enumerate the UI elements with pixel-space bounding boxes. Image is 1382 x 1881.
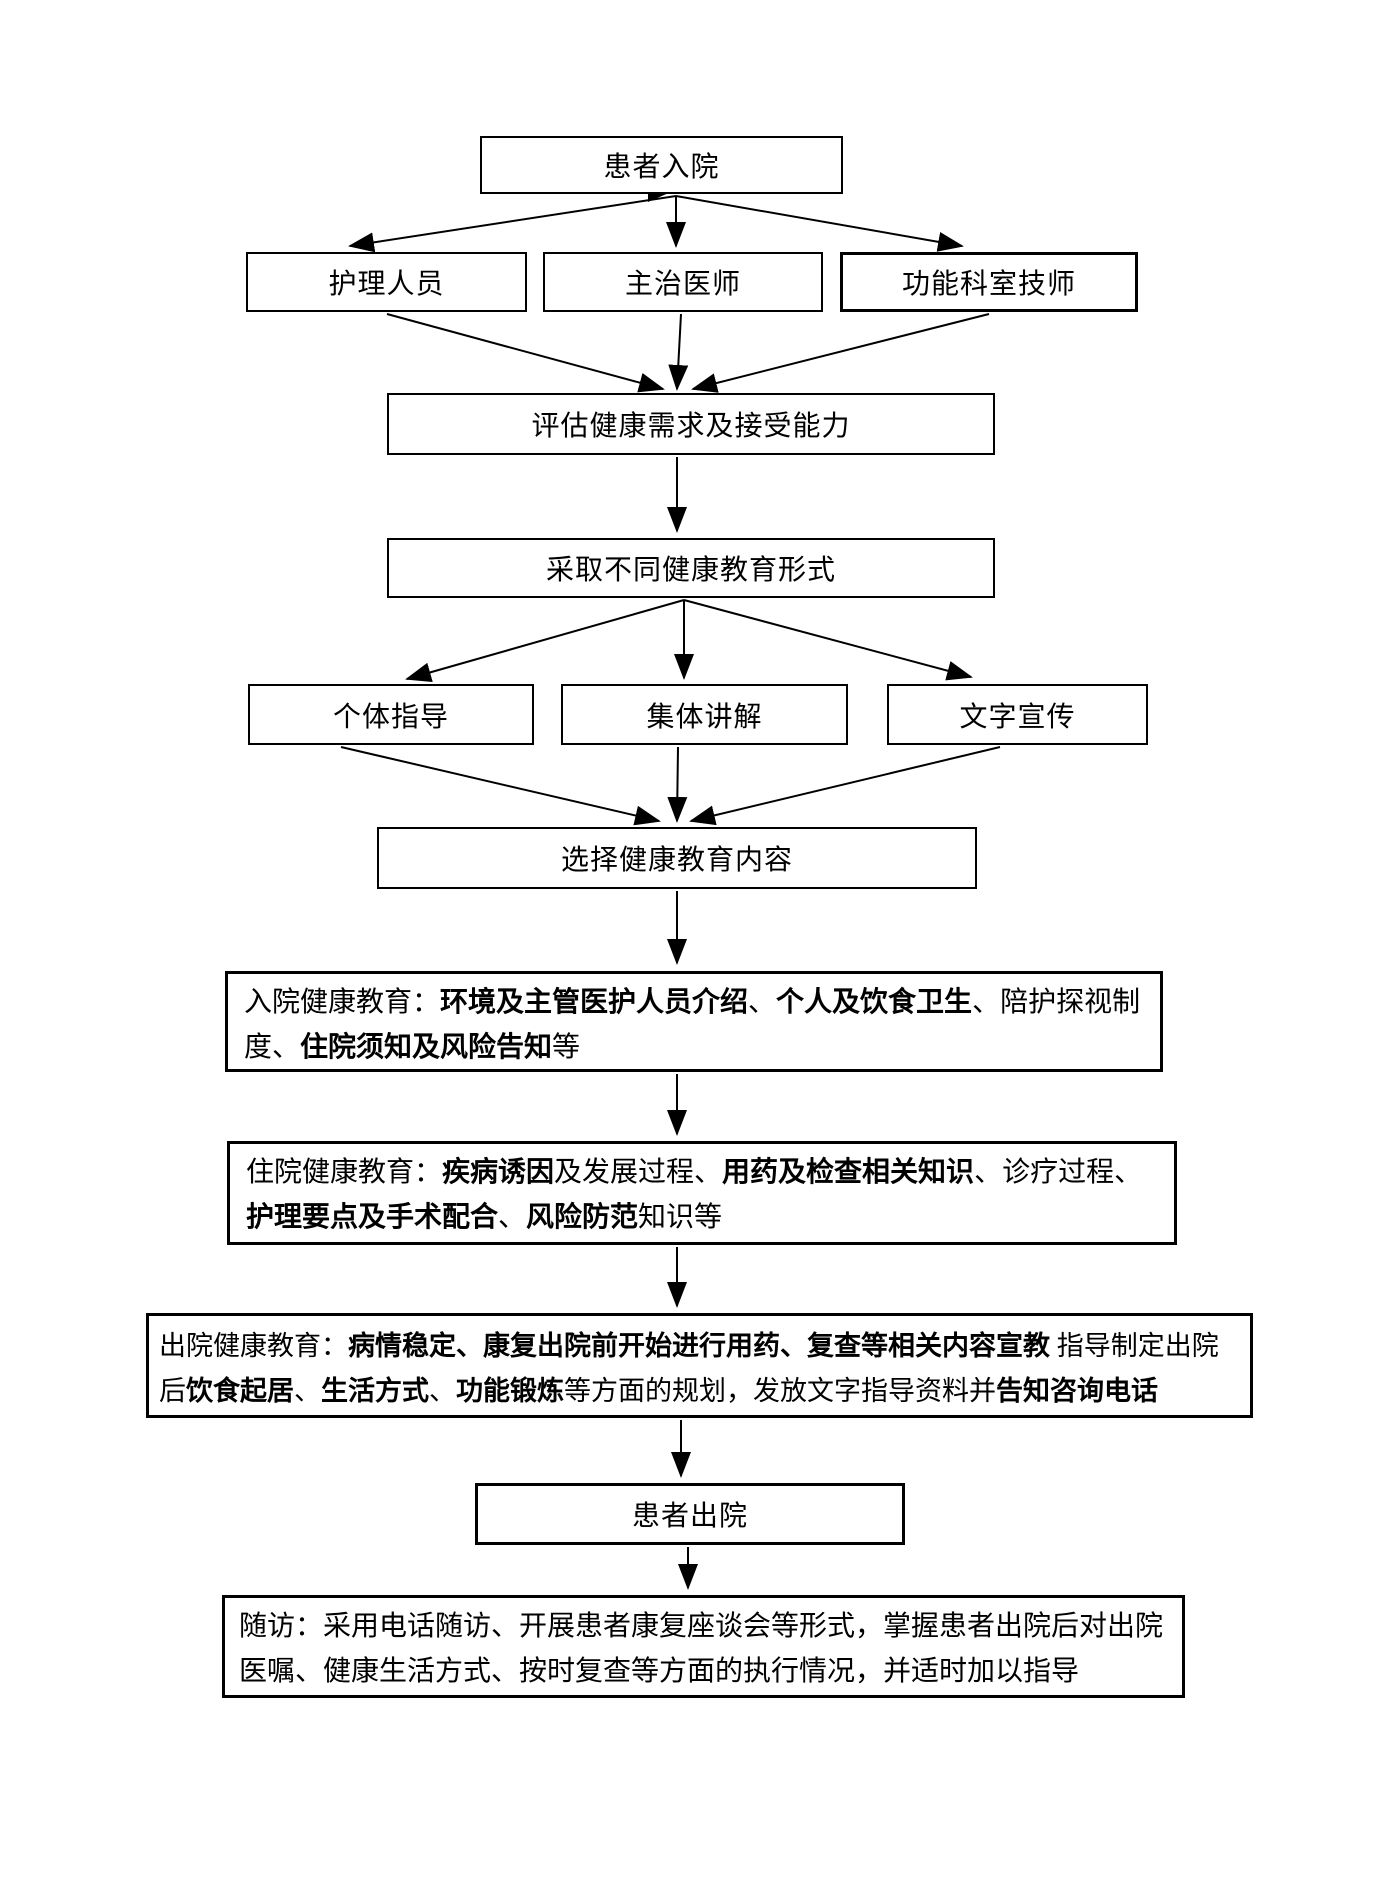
node-functional-dept-technician: 功能科室技师 [840,252,1138,312]
node-label: 个体指导 [332,701,449,733]
node-discharge-health-education: 出院健康教育：病情稳定、康复出院前开始进行用药、复查等相关内容宣教 指导制定出院… [146,1313,1253,1418]
node-label: 文字宣传 [959,701,1076,733]
edge-forms-to-individual [405,599,685,683]
node-education-forms: 采取不同健康教育形式 [387,538,995,598]
edge-forms-to-written [683,599,973,681]
edge-doctor-to-assess [668,313,689,391]
edge-written-to-select [689,746,1001,826]
node-individual-guidance: 个体指导 [248,684,534,745]
node-inpatient-health-education: 住院健康教育：疾病诱因及发展过程、用药及检查相关知识、诊疗过程、护理要点及手术配… [227,1141,1177,1245]
node-nursing-staff: 护理人员 [246,252,527,312]
node-label: 采取不同健康教育形式 [545,555,836,586]
edge-admission-to-tech [675,195,964,252]
node-label: 功能科室技师 [901,269,1076,300]
node-follow-up: 随访：采用电话随访、开展患者康复座谈会等形式，掌握患者出院后对出院医嘱、健康生活… [222,1595,1185,1698]
node-patient-discharge: 患者出院 [475,1483,905,1545]
edge-individual-to-select [340,746,661,826]
node-label: 护理人员 [328,269,445,300]
node-written-publicity: 文字宣传 [887,684,1148,745]
edge-group-to-select [667,746,688,823]
node-label: 患者入院 [603,152,720,183]
node-assess-health-needs: 评估健康需求及接受能力 [387,393,995,455]
node-patient-admission: 患者入院 [480,136,843,194]
node-group-explanation: 集体讲解 [561,684,848,745]
node-label: 集体讲解 [646,701,763,733]
node-admission-health-education: 入院健康教育：环境及主管医护人员介绍、个人及饮食卫生、陪护探视制度、住院须知及风… [225,971,1163,1072]
node-select-education-content: 选择健康教育内容 [377,827,977,889]
node-label: 选择健康教育内容 [560,845,793,876]
node-label: 患者出院 [631,1501,748,1532]
node-label: 评估健康需求及接受能力 [531,411,851,442]
edge-admission-to-nurse [348,195,677,253]
node-label: 主治医师 [624,269,741,300]
node-attending-physician: 主治医师 [543,252,823,312]
edge-tech-to-assess [691,313,990,393]
edge-nurse-to-assess [386,313,665,393]
